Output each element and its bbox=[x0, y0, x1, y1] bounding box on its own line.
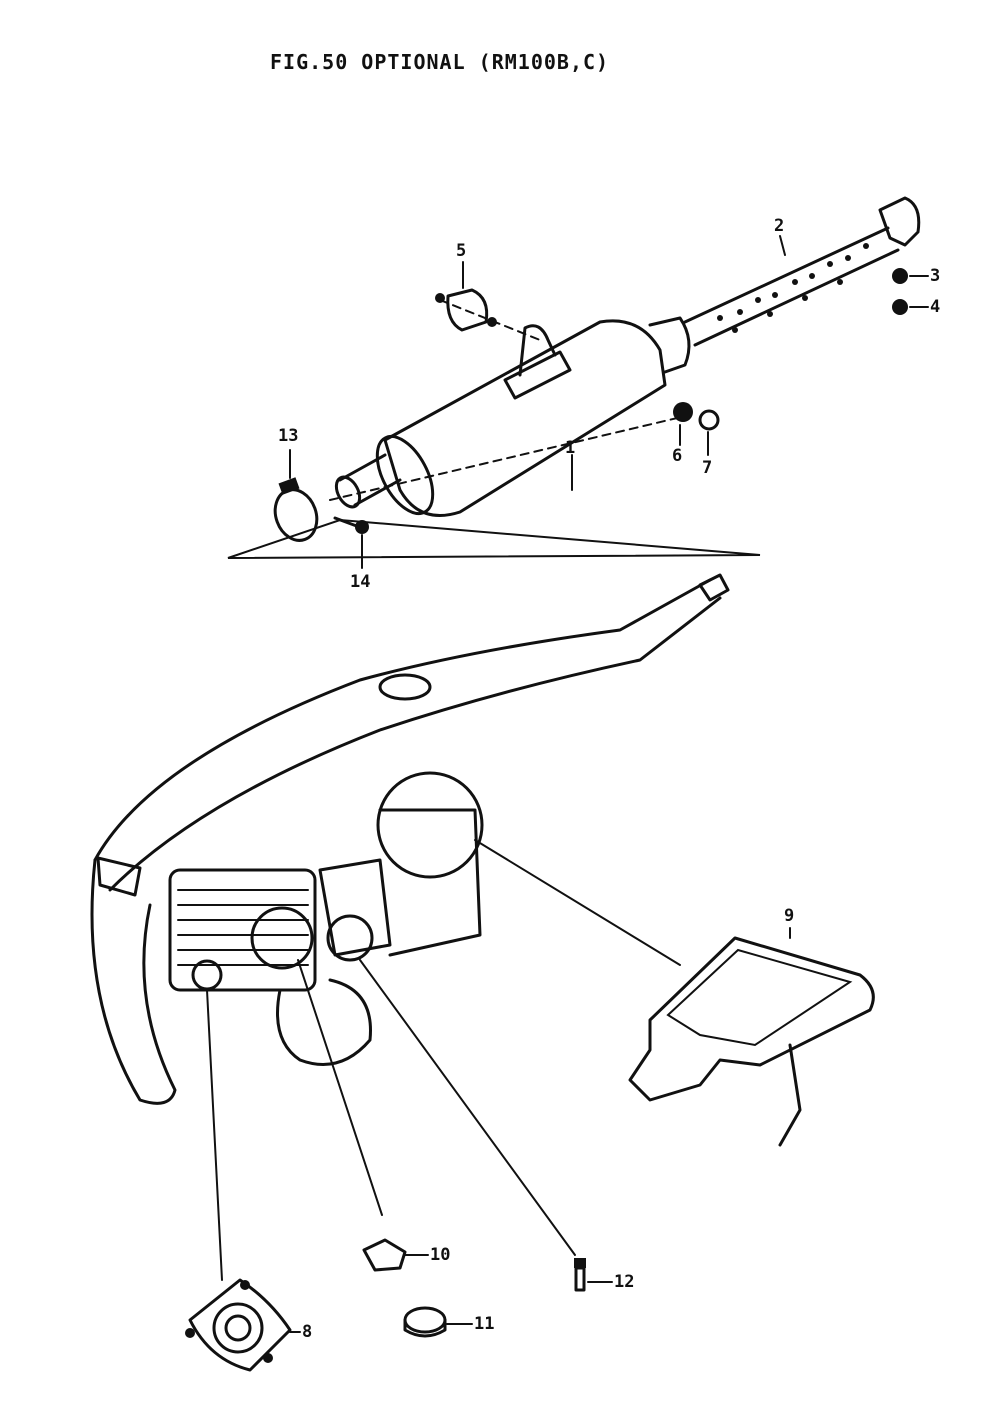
pad-10 bbox=[362, 1238, 407, 1272]
flange-hole-a bbox=[185, 1328, 195, 1338]
air-box-outline bbox=[628, 936, 875, 1102]
assembly-boundary bbox=[227, 518, 761, 559]
air-box-drain-hose bbox=[778, 1043, 802, 1147]
flange-bore-outer bbox=[212, 1302, 264, 1354]
callout-2: 2 bbox=[774, 216, 785, 236]
nut-7 bbox=[698, 409, 720, 431]
washer-6 bbox=[673, 402, 693, 422]
carburetor bbox=[318, 858, 392, 957]
leader-9 bbox=[474, 839, 681, 966]
washer-3 bbox=[892, 268, 908, 284]
bolt-12 bbox=[574, 1258, 586, 1292]
crankcase bbox=[378, 808, 482, 957]
bolt-12-head bbox=[574, 1258, 586, 1268]
flange-8 bbox=[185, 1278, 292, 1372]
leader-8 bbox=[206, 989, 223, 1281]
chamber-boss bbox=[378, 673, 432, 701]
hose-clamp-13 bbox=[273, 488, 319, 542]
callout-11: 11 bbox=[474, 1314, 495, 1334]
chamber-outlet bbox=[698, 573, 730, 602]
rubber-mount-nut bbox=[487, 317, 497, 327]
muffler-outlet-collar bbox=[648, 316, 691, 374]
flange-hole-b bbox=[240, 1280, 250, 1290]
air-box-9 bbox=[628, 936, 875, 1147]
leader-10 bbox=[297, 959, 383, 1216]
callout-14: 14 bbox=[350, 572, 371, 592]
muffler-inlet bbox=[338, 453, 402, 507]
rubber-mount-5 bbox=[446, 288, 489, 332]
leader-12 bbox=[359, 959, 576, 1256]
tail-pipe bbox=[683, 226, 900, 347]
tail-pipe-holes bbox=[717, 243, 869, 333]
callout-5: 5 bbox=[456, 241, 467, 261]
callout-9: 9 bbox=[784, 906, 795, 926]
callout-12: 12 bbox=[614, 1272, 635, 1292]
flange-hole-c bbox=[263, 1353, 273, 1363]
callout-10: 10 bbox=[430, 1245, 451, 1265]
callout-3: 3 bbox=[930, 266, 941, 286]
silencer-assembly bbox=[227, 196, 921, 559]
bolt-12-shank bbox=[574, 1266, 586, 1292]
callout-1: 1 bbox=[565, 438, 576, 458]
callout-6: 6 bbox=[672, 446, 683, 466]
pad-10-shape bbox=[362, 1238, 407, 1272]
engine bbox=[168, 771, 484, 1066]
detail-circle-air bbox=[376, 771, 484, 879]
chamber-flange bbox=[96, 856, 142, 897]
cap-11 bbox=[403, 1306, 447, 1338]
muffler-end-cap bbox=[375, 435, 435, 515]
cap-11-top bbox=[403, 1306, 447, 1334]
assembly-axis bbox=[329, 414, 691, 501]
cap-11-side bbox=[403, 1318, 447, 1338]
magneto-cover bbox=[276, 978, 372, 1066]
muffler-inlet-opening bbox=[334, 475, 362, 509]
chamber-header bbox=[90, 858, 177, 1105]
callout-13: 13 bbox=[278, 426, 299, 446]
tail-pipe-elbow bbox=[878, 196, 921, 247]
figure-title: FIG.50 OPTIONAL (RM100B,C) bbox=[270, 50, 610, 74]
cylinder-fins bbox=[177, 889, 309, 966]
callout-ticks bbox=[289, 235, 929, 1333]
bolt-axis bbox=[439, 299, 541, 341]
detail-circle-plug bbox=[250, 906, 314, 970]
callout-8: 8 bbox=[302, 1322, 313, 1342]
muffler-mount-bracket bbox=[503, 350, 572, 400]
exhaust-port bbox=[191, 959, 223, 991]
tick-2 bbox=[779, 235, 786, 256]
flange-plate bbox=[188, 1278, 292, 1372]
callout-7: 7 bbox=[702, 458, 713, 478]
chamber-pipe bbox=[93, 578, 722, 892]
rubber-mount-bolt bbox=[435, 293, 445, 303]
muffler-body bbox=[383, 319, 667, 517]
air-box-panel bbox=[666, 948, 853, 1047]
muffler-mount-tab bbox=[518, 324, 557, 377]
detail-circle-jet bbox=[326, 914, 374, 962]
cylinder-block bbox=[168, 868, 317, 992]
bolt-14-head bbox=[355, 520, 369, 534]
expansion-chamber bbox=[90, 573, 730, 1105]
hose-clamp-screw bbox=[278, 477, 300, 495]
leader-lines bbox=[206, 839, 681, 1281]
flange-bore-inner bbox=[224, 1314, 252, 1342]
nut-4 bbox=[892, 299, 908, 315]
callout-4: 4 bbox=[930, 297, 941, 317]
